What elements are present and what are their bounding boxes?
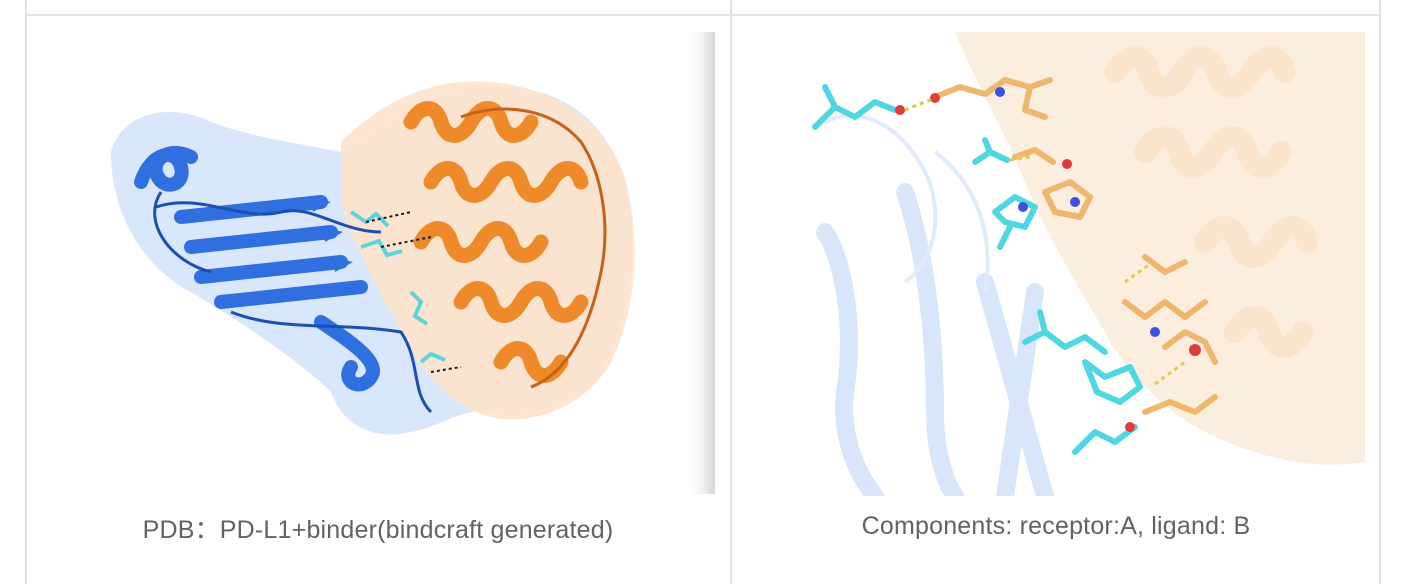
interface-closeup-image bbox=[812, 32, 1365, 496]
table-top-border bbox=[25, 14, 1381, 16]
protein-complex-image bbox=[111, 32, 715, 494]
table-cell-right: Components: receptor:A, ligand: B bbox=[733, 16, 1379, 584]
figure-caption-right: Components: receptor:A, ligand: B bbox=[861, 512, 1251, 540]
table-column-divider bbox=[730, 0, 732, 584]
table-cell-left: PDB：PD-L1+binder(bindcraft generated) bbox=[27, 16, 729, 584]
figure-caption-left: PDB：PD-L1+binder(bindcraft generated) bbox=[142, 516, 614, 544]
table-right-border bbox=[1379, 0, 1381, 584]
table-left-border bbox=[25, 0, 27, 584]
